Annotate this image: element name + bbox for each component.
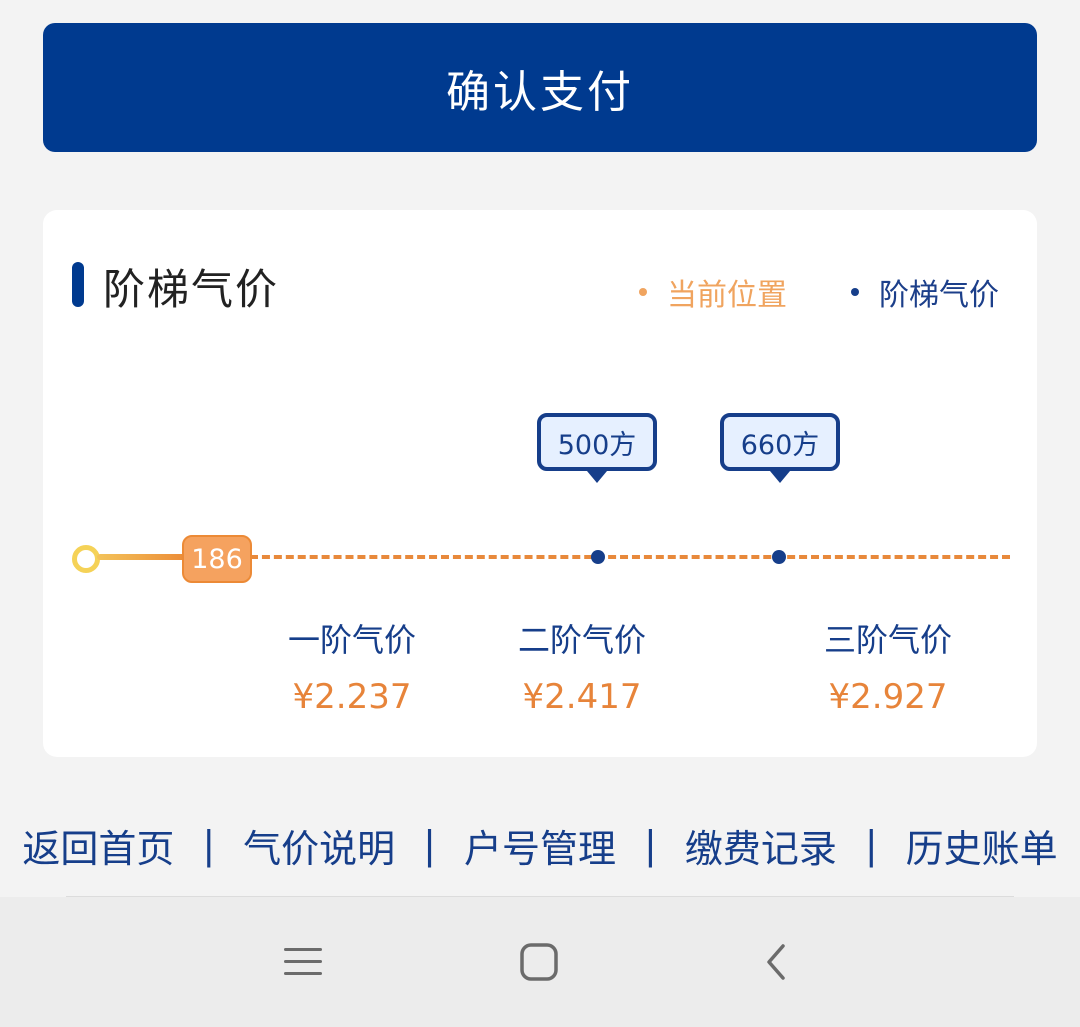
tier3-marker-dot xyxy=(772,550,786,564)
legend-tier-price: 阶梯气价 xyxy=(851,270,999,314)
tier1-label: 一阶气价 xyxy=(287,621,416,659)
link-price-info[interactable]: 气价说明 xyxy=(243,826,396,871)
system-nav-bar xyxy=(0,897,1080,1027)
blue-dot-icon xyxy=(851,288,859,296)
track-remaining xyxy=(250,555,1010,559)
tier-price-card: 阶梯气价 当前位置 阶梯气价 186 500方 660方 一阶气价 二阶气价 三… xyxy=(43,210,1037,757)
threshold-tooltip-tier2: 500方 xyxy=(537,413,657,483)
track-start-marker xyxy=(72,545,100,573)
link-separator: | xyxy=(202,823,216,867)
legend-current-label: 当前位置 xyxy=(667,278,787,313)
back-icon[interactable] xyxy=(746,937,806,987)
link-separator: | xyxy=(423,823,436,867)
link-history-bills[interactable]: 历史账单 xyxy=(905,826,1058,871)
legend-tier-label: 阶梯气价 xyxy=(879,278,999,313)
link-payment-records[interactable]: 缴费记录 xyxy=(684,826,837,871)
tier3-price: ¥2.927 xyxy=(828,677,948,717)
title-accent-bar xyxy=(72,262,84,307)
divider xyxy=(66,896,1014,897)
tier2-price: ¥2.417 xyxy=(522,677,642,717)
legend-current-position: 当前位置 xyxy=(639,270,787,314)
tier2-marker-dot xyxy=(591,550,605,564)
link-home[interactable]: 返回首页 xyxy=(22,826,175,871)
menu-icon[interactable] xyxy=(273,937,333,987)
confirm-pay-button[interactable]: 确认支付 xyxy=(43,23,1037,152)
tier1-price: ¥2.237 xyxy=(292,677,412,717)
tier2-label: 二阶气价 xyxy=(517,621,646,659)
current-usage-badge: 186 xyxy=(182,535,252,583)
home-icon[interactable] xyxy=(509,937,569,987)
tier3-label: 三阶气价 xyxy=(823,621,952,659)
link-separator: | xyxy=(864,823,878,867)
link-separator: | xyxy=(644,823,657,867)
card-title: 阶梯气价 xyxy=(103,265,280,314)
footer-links: 返回首页 | 气价说明 | 户号管理 | 缴费记录 | 历史账单 xyxy=(0,815,1080,875)
threshold-tooltip-tier3: 660方 xyxy=(720,413,840,483)
track-progress xyxy=(97,554,189,560)
orange-dot-icon xyxy=(639,288,647,296)
link-account-manage[interactable]: 户号管理 xyxy=(463,826,616,871)
